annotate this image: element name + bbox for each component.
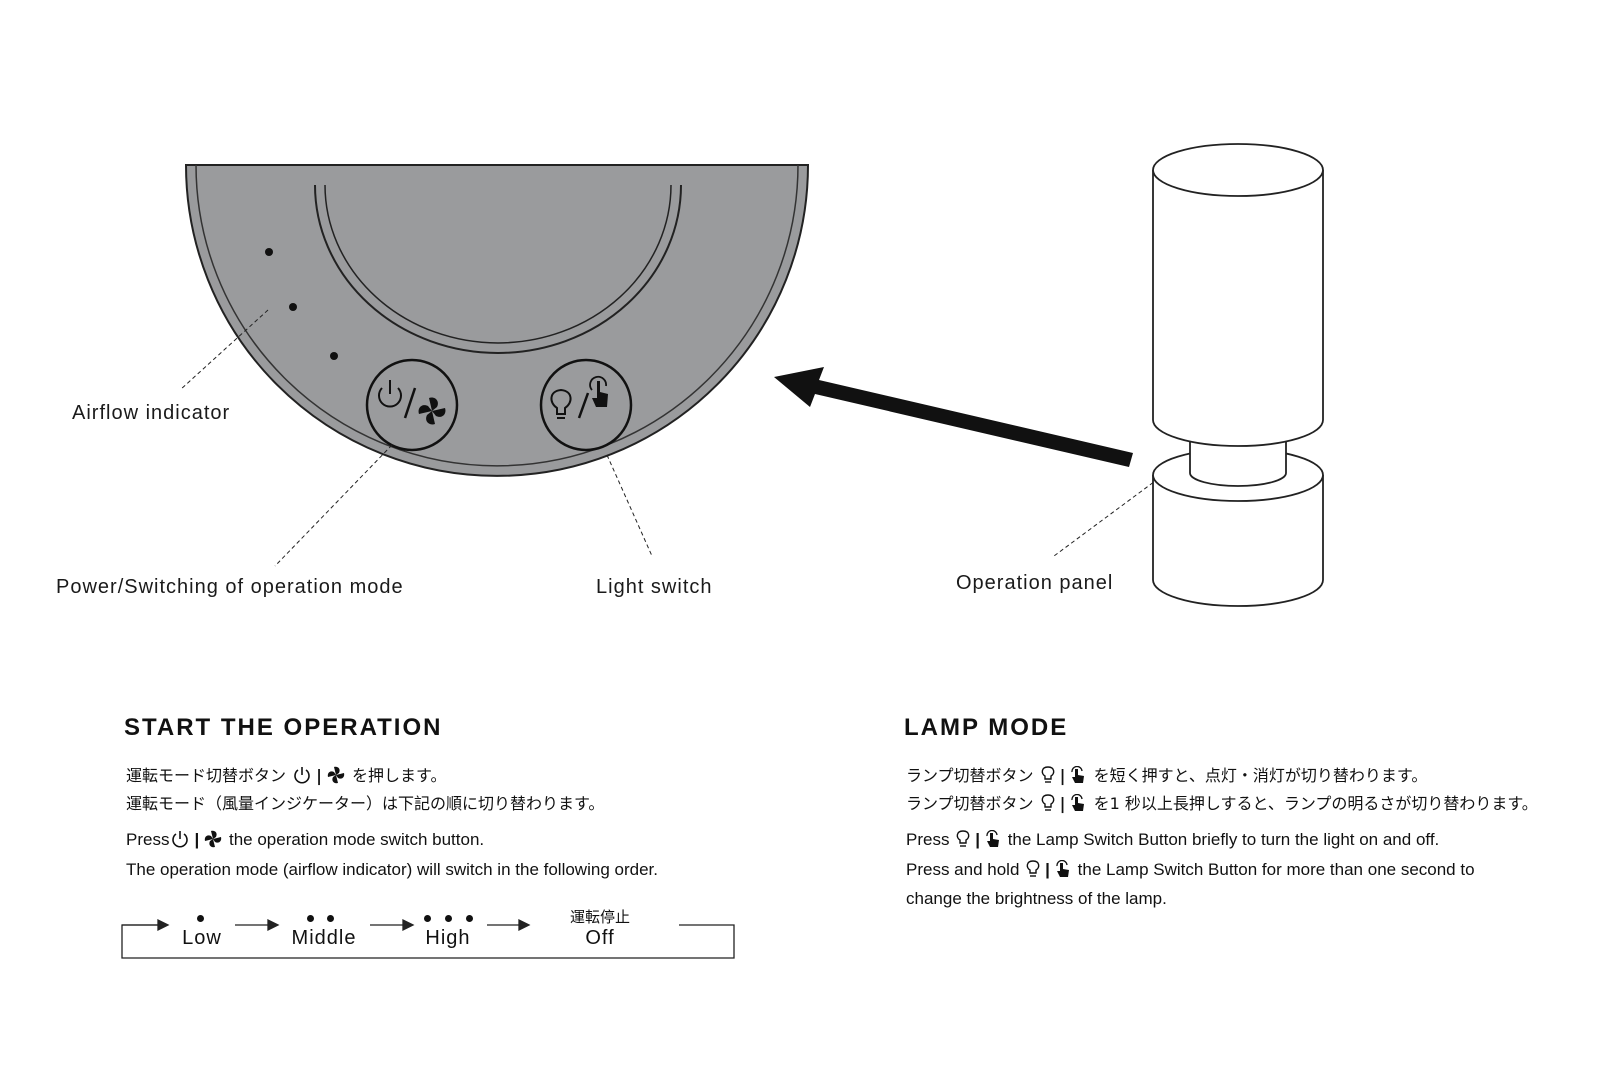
bulb-icon — [956, 830, 970, 847]
mode-flow-diagram — [121, 918, 735, 959]
power-mode-button[interactable] — [365, 358, 459, 452]
power-icon — [172, 831, 189, 848]
control-panel — [184, 164, 810, 477]
operation-panel-label: Operation panel — [956, 572, 1114, 594]
start-en-line-1: Press| the operation mode switch button. — [126, 830, 485, 849]
flow-off-jp-label: 運転停止 — [569, 908, 630, 926]
start-jp-line-2: 運転モード（風量インジケーター）は下記の順に切り替わります。 — [126, 794, 605, 813]
lamp-illustration — [1152, 143, 1324, 607]
lamp-en-line-3: change the brightness of the lamp. — [906, 889, 1167, 908]
bulb-icon — [550, 388, 572, 419]
airflow-dot-2 — [289, 303, 297, 311]
fan-icon — [205, 830, 222, 848]
flow-middle-label: Middle — [291, 927, 357, 949]
middle-dot-1 — [307, 915, 314, 922]
power-icon — [294, 767, 310, 784]
bulb-icon — [1041, 794, 1054, 811]
lamp-en-line-2: Press and hold | the Lamp Switch Button … — [906, 860, 1475, 879]
high-dot-2 — [445, 915, 452, 922]
light-switch-label: Light switch — [596, 576, 713, 598]
lamp-jp-line-2: ランプ切替ボタン | を1 秒以上長押しすると、ランプの明るさが切り替わります。 — [906, 794, 1538, 813]
lamp-jp-line-1: ランプ切替ボタン | を短く押すと、点灯・消灯が切り替わります。 — [906, 766, 1428, 785]
airflow-indicator-label: Airflow indicator — [72, 402, 231, 424]
middle-dot-2 — [327, 915, 334, 922]
light-switch-button[interactable] — [539, 358, 633, 452]
hand-press-icon — [1071, 766, 1085, 783]
hand-press-icon — [1056, 860, 1069, 877]
airflow-dot-1 — [265, 248, 273, 256]
arrow-icon — [774, 367, 1133, 467]
hand-press-icon — [986, 830, 999, 847]
start-jp-line-1: 運転モード切替ボタン | を押します。 — [126, 766, 447, 785]
fan-icon — [327, 766, 345, 784]
power-icon — [378, 380, 402, 408]
airflow-dot-3 — [330, 352, 338, 360]
high-dot-3 — [466, 915, 473, 922]
lamp-mode-heading: LAMP MODE — [904, 714, 1069, 741]
flow-low-label: Low — [182, 927, 222, 949]
start-en-line-2: The operation mode (airflow indicator) w… — [126, 860, 658, 879]
hand-press-icon — [1071, 794, 1085, 811]
flow-high-label: High — [425, 927, 471, 949]
flow-off-label: Off — [585, 927, 615, 949]
bulb-icon — [1026, 860, 1040, 877]
power-switching-label: Power/Switching of operation mode — [56, 576, 404, 598]
lamp-en-line-1: Press | the Lamp Switch Button briefly t… — [906, 830, 1440, 849]
low-dot — [197, 915, 204, 922]
high-dot-1 — [424, 915, 431, 922]
start-operation-heading: START THE OPERATION — [124, 714, 443, 741]
fan-icon — [418, 397, 446, 425]
hand-press-icon — [589, 375, 608, 407]
bulb-icon — [1041, 766, 1054, 783]
leader-lines — [179, 309, 1171, 567]
